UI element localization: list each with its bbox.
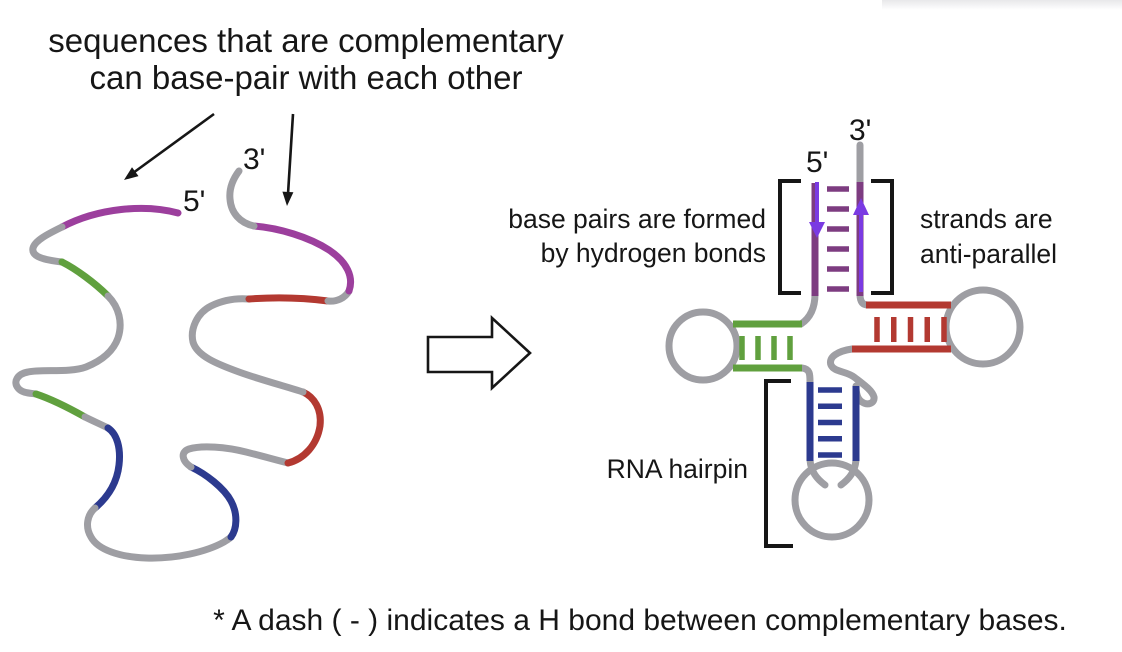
unfolded-gray-short <box>81 413 112 432</box>
unfolded-red-segment-2 <box>245 294 332 305</box>
title: sequences that are complementary can bas… <box>48 22 564 96</box>
gray-internal-squiggle <box>827 345 878 408</box>
caption: * A dash ( - ) indicates a H bond betwee… <box>213 604 1067 637</box>
gray-blue-loop-connector-left <box>806 456 829 489</box>
unfolded-gray-hook-left <box>29 223 66 266</box>
red-stem-bonds <box>874 317 947 342</box>
antiparallel-arrow-down <box>809 182 825 238</box>
hbond-label-line2: by hydrogen bonds <box>541 238 766 268</box>
gray-corner-green-to-blue <box>798 364 814 386</box>
blue-stem-bonds <box>818 387 842 458</box>
unfolded-gray-s-curve <box>188 295 307 396</box>
purple-stem-bracket-left <box>778 179 801 295</box>
antiparallel-label-line1: strands are <box>920 204 1053 234</box>
purple-stem-bonds <box>827 186 849 292</box>
folding-arrow <box>426 315 532 391</box>
green-stem <box>733 320 802 372</box>
blue-hairpin-loop <box>791 459 873 541</box>
hairpin-bracket <box>764 379 793 548</box>
antiparallel-arrow-up <box>853 198 869 292</box>
hbond-label-line1: base pairs are formed <box>508 204 766 234</box>
blue-stem <box>806 382 860 461</box>
top-right-screen-artifact <box>882 0 1122 10</box>
callout-arrow-left <box>124 112 215 180</box>
unfolded-green-segment-1 <box>58 258 112 300</box>
purple-stem-bracket-right <box>871 179 894 295</box>
green-hairpin-loop <box>665 308 741 384</box>
folded-5prime-label: 5' <box>806 146 828 179</box>
unfolded-blue-segment-2 <box>187 463 240 541</box>
gray-corner-purple-to-green <box>797 290 819 328</box>
unfolded-gray-3p-tail <box>226 167 258 230</box>
unfolded-green-segment-2 <box>32 390 89 421</box>
title-line2: can base-pair with each other <box>90 59 523 96</box>
unfolded-blue-segment-1 <box>91 424 123 512</box>
red-stem <box>852 301 951 353</box>
unfolded-5prime-label: 5' <box>183 185 205 218</box>
unfolded-purple-3p-segment <box>250 222 355 295</box>
title-line1: sequences that are complementary <box>48 22 564 59</box>
callout-arrow-right <box>282 113 295 206</box>
hairpin-label: RNA hairpin <box>607 454 748 484</box>
unfolded-red-segment-1 <box>284 388 324 467</box>
green-stem-bonds <box>739 336 793 360</box>
callout-arrows <box>124 112 295 206</box>
folded-rna-structure: base pairs are formed by hydrogen bonds … <box>508 114 1057 548</box>
unfolded-gray-arch <box>179 443 292 471</box>
unfolded-rna-strand: 5' 3' <box>12 143 355 562</box>
unfolded-purple-5p-segment <box>58 204 182 231</box>
unfolded-gray-bottom-loop <box>84 504 235 562</box>
gray-blue-loop-connector-right <box>837 456 860 489</box>
antiparallel-label-line2: anti-parallel <box>920 239 1057 269</box>
purple-stem <box>809 182 869 296</box>
red-hairpin-loop <box>942 286 1024 368</box>
unfolded-3prime-label: 3' <box>243 143 265 176</box>
folded-3prime-label: 3' <box>849 114 871 147</box>
unfolded-gray-meander <box>12 292 124 398</box>
